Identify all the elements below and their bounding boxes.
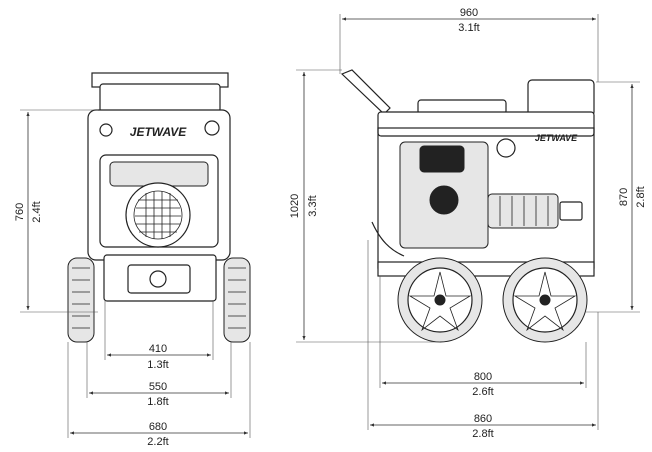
front-wheel-left	[67, 257, 95, 343]
front-view: JETWAVE	[67, 72, 251, 343]
front-width-outer-mm: 680	[149, 421, 167, 433]
side-top-width-dimension: 960 3.1ft	[339, 7, 599, 82]
side-upper-panel	[377, 111, 595, 137]
front-logo-emblem	[149, 270, 167, 288]
side-height-total-dimension: 1020 3.3ft	[289, 69, 440, 343]
front-width-dimension-550: 550 1.8ft	[86, 342, 232, 408]
front-fan-grille	[125, 182, 191, 248]
front-top-panel	[99, 83, 221, 113]
front-width-mid-ft: 1.8ft	[147, 396, 168, 408]
side-top-width-ft: 3.1ft	[458, 22, 479, 34]
side-length-ft: 2.8ft	[472, 428, 493, 440]
side-engine-head	[419, 145, 465, 173]
front-bolt-right	[204, 120, 220, 136]
front-width-inner-mm: 410	[149, 343, 167, 355]
front-fan-grid	[135, 191, 181, 239]
side-fuel-tank	[527, 79, 595, 117]
side-pump-outlet	[559, 201, 583, 221]
side-length-mm: 860	[474, 413, 492, 425]
side-wheelbase-dimension: 800 2.6ft	[379, 276, 587, 398]
front-width-outer-ft: 2.2ft	[147, 436, 168, 448]
side-view: JETWAVE	[340, 69, 595, 343]
side-length-dimension: 860 2.8ft	[367, 240, 599, 440]
side-height-frame-mm: 870	[618, 188, 630, 206]
front-width-dimension-410: 410 1.3ft	[104, 300, 214, 371]
front-height-mm: 760	[14, 203, 26, 221]
front-width-dimension-680: 680 2.2ft	[67, 342, 251, 448]
front-engine-top	[109, 161, 209, 187]
side-wheel-front	[502, 257, 588, 343]
front-brand-label: JETWAVE	[130, 125, 187, 139]
front-height-dimension: 760 2.4ft	[14, 109, 98, 313]
side-pump	[487, 193, 559, 229]
side-height-frame-ft: 2.8ft	[635, 186, 647, 207]
side-height-frame-dimension: 870 2.8ft	[586, 81, 647, 313]
front-bolt-left	[99, 123, 113, 137]
side-top-width-mm: 960	[460, 7, 478, 19]
side-handle	[340, 69, 391, 115]
front-width-mid-mm: 550	[149, 381, 167, 393]
side-engine-crank	[429, 185, 459, 215]
side-brand-label: JETWAVE	[535, 133, 578, 143]
front-width-inner-ft: 1.3ft	[147, 359, 168, 371]
side-height-total-mm: 1020	[289, 194, 301, 218]
side-wheelbase-mm: 800	[474, 371, 492, 383]
front-height-ft: 2.4ft	[31, 201, 43, 222]
front-wheel-right	[223, 257, 251, 343]
side-height-total-ft: 3.3ft	[307, 195, 319, 216]
front-fan-inner	[133, 190, 183, 240]
side-wheel-rear	[397, 257, 483, 343]
side-pressure-gauge	[496, 138, 516, 158]
side-guard	[371, 221, 405, 257]
side-wheelbase-ft: 2.6ft	[472, 386, 493, 398]
